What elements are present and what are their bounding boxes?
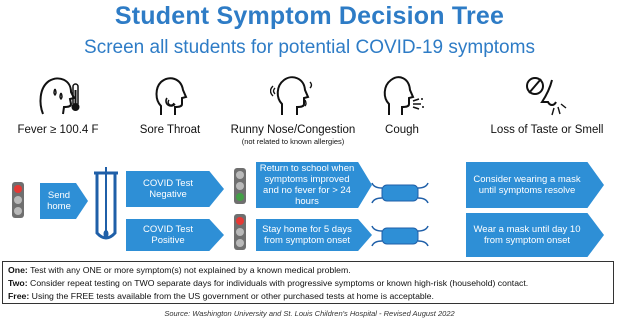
positive-result-label: Stay home for 5 days from symptom onset	[262, 224, 352, 246]
cough-icon	[383, 76, 424, 115]
send-home-arrow: Send home	[40, 183, 88, 219]
negative-result-arrow: Return to school when symptoms improved …	[256, 162, 372, 208]
note-two-key: Two:	[8, 278, 28, 288]
note-one-text: Test with any ONE or more symptom(s) not…	[30, 265, 351, 275]
symptom-fever-label: Fever ≥ 100.4 F	[17, 124, 99, 136]
symptom-runny-nose: Runny Nose/Congestion (not related to kn…	[228, 74, 358, 146]
mask-icon-negative	[371, 182, 429, 204]
negative-result-label: Return to school when symptoms improved …	[259, 163, 355, 207]
symptom-runny-nose-note: (not related to known allergies)	[241, 137, 345, 146]
traffic-light-negative	[234, 168, 246, 204]
positive-mask-label: Wear a mask until day 10 from symptom on…	[473, 224, 581, 246]
note-two: Two: Consider repeat testing on TWO sepa…	[8, 277, 608, 290]
note-one: One: Test with any ONE or more symptom(s…	[8, 264, 608, 277]
test-negative-label: COVID Test Negative	[143, 178, 193, 200]
notes-box: One: Test with any ONE or more symptom(s…	[2, 261, 614, 304]
note-two-text: Consider repeat testing on TWO separate …	[30, 278, 529, 288]
positive-mask-arrow: Wear a mask until day 10 from symptom on…	[466, 213, 604, 257]
symptom-runny-nose-label: Runny Nose/Congestion	[230, 124, 356, 136]
fever-icon	[39, 77, 80, 115]
test-tube-icon	[94, 167, 118, 240]
symptom-cough-label: Cough	[385, 124, 419, 136]
note-one-key: One:	[8, 265, 28, 275]
symptom-cough: Cough	[374, 74, 430, 136]
note-free-text: Using the FREE tests available from the …	[31, 291, 434, 301]
runny-nose-icon	[270, 76, 313, 115]
negative-mask-arrow: Consider wearing a mask until symptoms r…	[466, 162, 604, 208]
sore-throat-icon	[155, 77, 188, 115]
mask-icon-positive	[371, 225, 429, 247]
symptom-fever: Fever ≥ 100.4 F	[5, 74, 111, 136]
symptom-sore-throat-label: Sore Throat	[139, 124, 201, 136]
test-positive-label: COVID Test Positive	[143, 224, 193, 246]
page-subtitle: Screen all students for potential COVID-…	[84, 37, 535, 58]
flow-graphics	[12, 167, 429, 250]
symptom-loss-taste-smell-label: Loss of Taste or Smell	[490, 124, 604, 136]
test-negative-arrow: COVID Test Negative	[126, 171, 224, 207]
test-positive-arrow: COVID Test Positive	[126, 219, 224, 251]
traffic-light-left	[12, 182, 24, 218]
source-credit: Source: Washington University and St. Lo…	[164, 309, 455, 318]
note-free-key: Free:	[8, 291, 30, 301]
symptom-sore-throat: Sore Throat	[130, 74, 210, 136]
loss-of-smell-icon	[526, 77, 567, 116]
page-title: Student Symptom Decision Tree	[114, 2, 505, 30]
send-home-label: Send home	[47, 190, 71, 212]
note-free: Free: Using the FREE tests available fro…	[8, 290, 608, 303]
traffic-light-positive	[234, 214, 246, 250]
positive-result-arrow: Stay home for 5 days from symptom onset	[256, 219, 372, 251]
negative-mask-label: Consider wearing a mask until symptoms r…	[473, 174, 581, 196]
symptom-loss-taste-smell: Loss of Taste or Smell	[480, 74, 614, 136]
